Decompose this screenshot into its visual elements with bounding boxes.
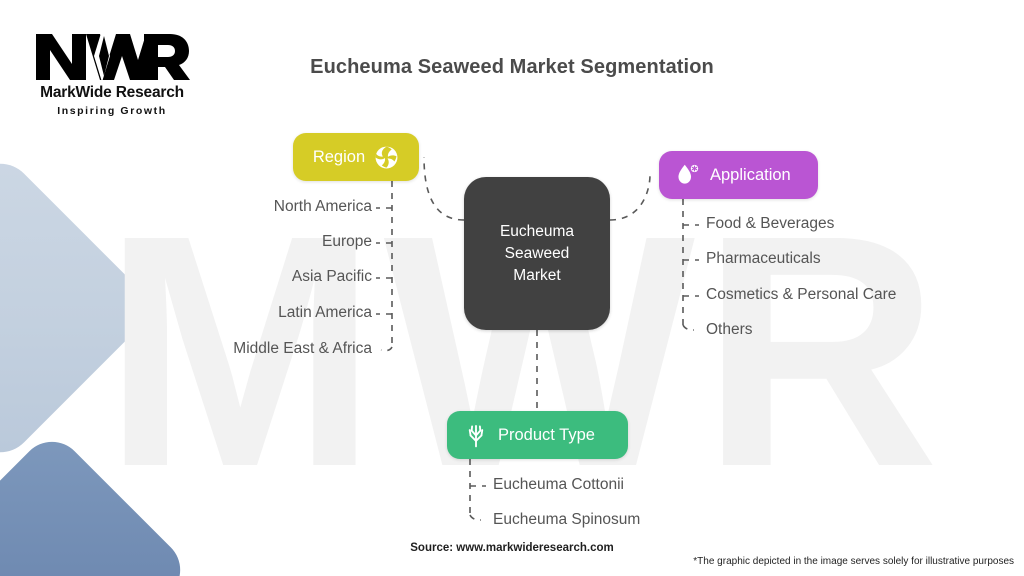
center-node-line-3: Market [513,266,561,284]
list-item: Cosmetics & Personal Care [706,286,897,303]
center-node: Eucheuma Seaweed Market [464,177,610,330]
list-item: Europe [322,233,372,250]
branch-badge-region[interactable]: Region [293,133,419,181]
logo-tagline: Inspiring Growth [57,105,167,117]
page-title: Eucheuma Seaweed Market Segmentation [310,56,714,78]
list-item: Latin America [278,304,372,321]
list-item: Pharmaceuticals [706,250,821,267]
seaweed-icon [463,422,489,448]
brand-logo: MarkWide Research Inspiring Growth [22,30,202,117]
logo-company-name: MarkWide Research [40,84,184,101]
water-drop-icon [675,162,701,188]
center-node-line-1: Eucheuma [499,222,575,240]
list-item: Middle East & Africa [233,340,372,357]
logo-mark-icon [22,30,202,82]
branch-badge-application[interactable]: Application [659,151,818,199]
list-item: Eucheuma Cottonii [493,476,624,493]
list-item: Food & Beverages [706,215,835,232]
list-item: Eucheuma Spinosum [493,511,641,528]
branch-badge-product-type[interactable]: Product Type [447,411,628,459]
center-node-line-2: Seaweed [504,244,570,262]
disclaimer-note: *The graphic depicted in the image serve… [693,556,1014,567]
list-item: North America [273,198,372,215]
list-item: Others [706,321,753,338]
center-node-label: Eucheuma Seaweed Market [500,221,574,287]
source-note: Source: www.markwideresearch.com [410,542,614,554]
list-item: Asia Pacific [291,268,372,285]
branch-label-region: Region [312,147,366,166]
branch-label-application: Application [710,165,791,184]
globe-icon [373,144,399,170]
branch-label-product-type: Product Type [498,425,595,444]
